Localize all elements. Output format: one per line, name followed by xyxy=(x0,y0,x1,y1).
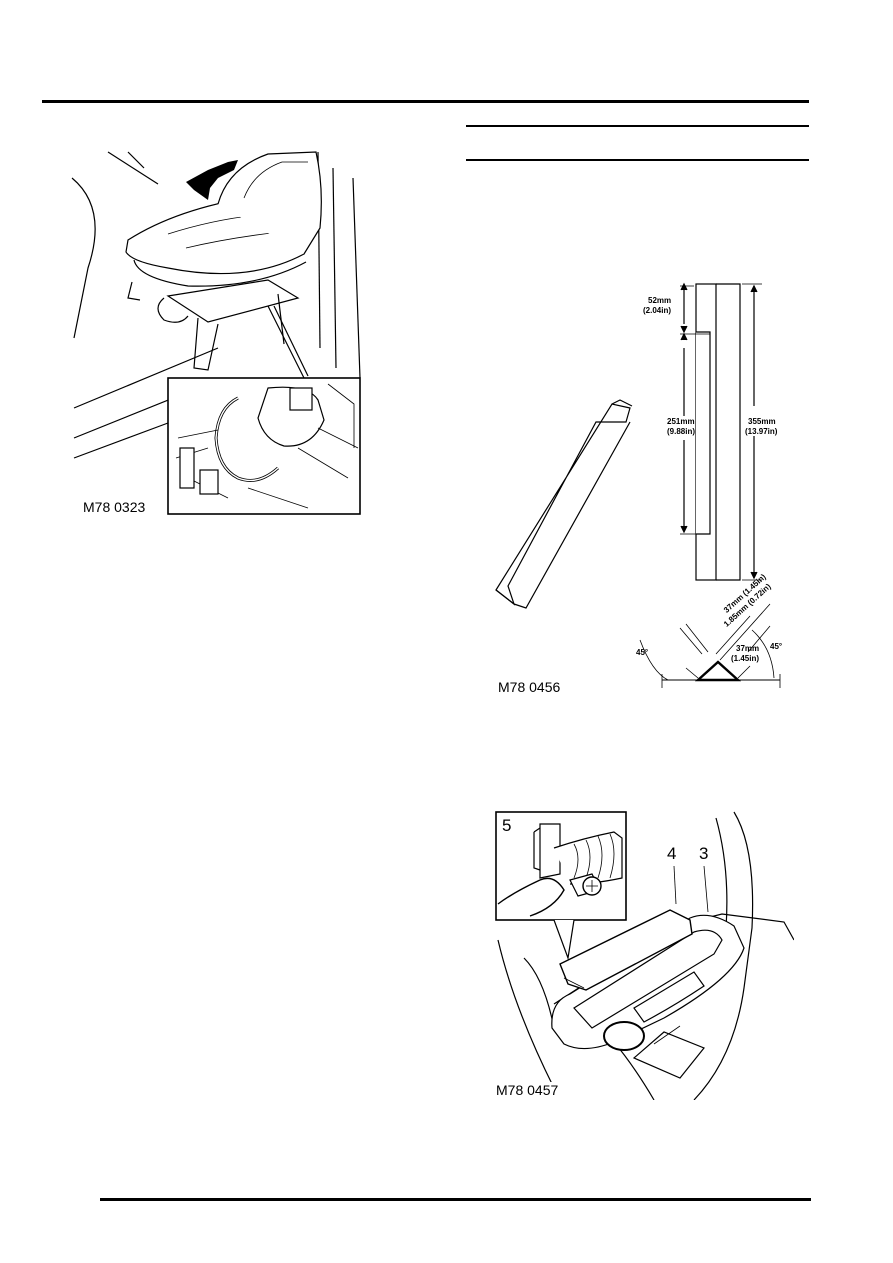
dim-52mm: 52mm xyxy=(648,296,672,305)
angle-left-45: 45° xyxy=(636,648,649,657)
callout-3: 3 xyxy=(699,844,709,863)
header-rule xyxy=(42,100,809,103)
dim-side-37mm: 37mm xyxy=(736,644,760,653)
dim-2-04in: (2.04in) xyxy=(643,306,672,315)
dim-355mm: 355mm xyxy=(748,417,776,426)
dim-13-97in: (13.97in) xyxy=(745,427,778,436)
console-removal-illustration: 5 4 3 M78 0457 xyxy=(494,808,794,1100)
callout-4: 4 xyxy=(667,844,677,863)
figure-caption-wedge: M78 0456 xyxy=(498,679,561,695)
dim-9-88in: (9.88in) xyxy=(667,427,696,436)
right-column-rule-top xyxy=(466,125,809,127)
wedge-tool-dimension-drawing: 52mm (2.04in) 251mm (9.88in) 355mm (13.9… xyxy=(490,276,802,700)
figure-caption-seat: M78 0323 xyxy=(80,499,149,515)
right-column-rule-bottom xyxy=(466,159,809,161)
footer-rule xyxy=(100,1198,811,1201)
dim-side-1-45in: (1.45in) xyxy=(731,654,760,663)
dim-251mm: 251mm xyxy=(667,417,695,426)
figure-caption-console: M78 0457 xyxy=(496,1082,561,1098)
seat-removal-illustration: M78 0323 xyxy=(68,148,364,520)
angle-right-45: 45° xyxy=(770,642,783,651)
callout-5: 5 xyxy=(502,816,512,835)
